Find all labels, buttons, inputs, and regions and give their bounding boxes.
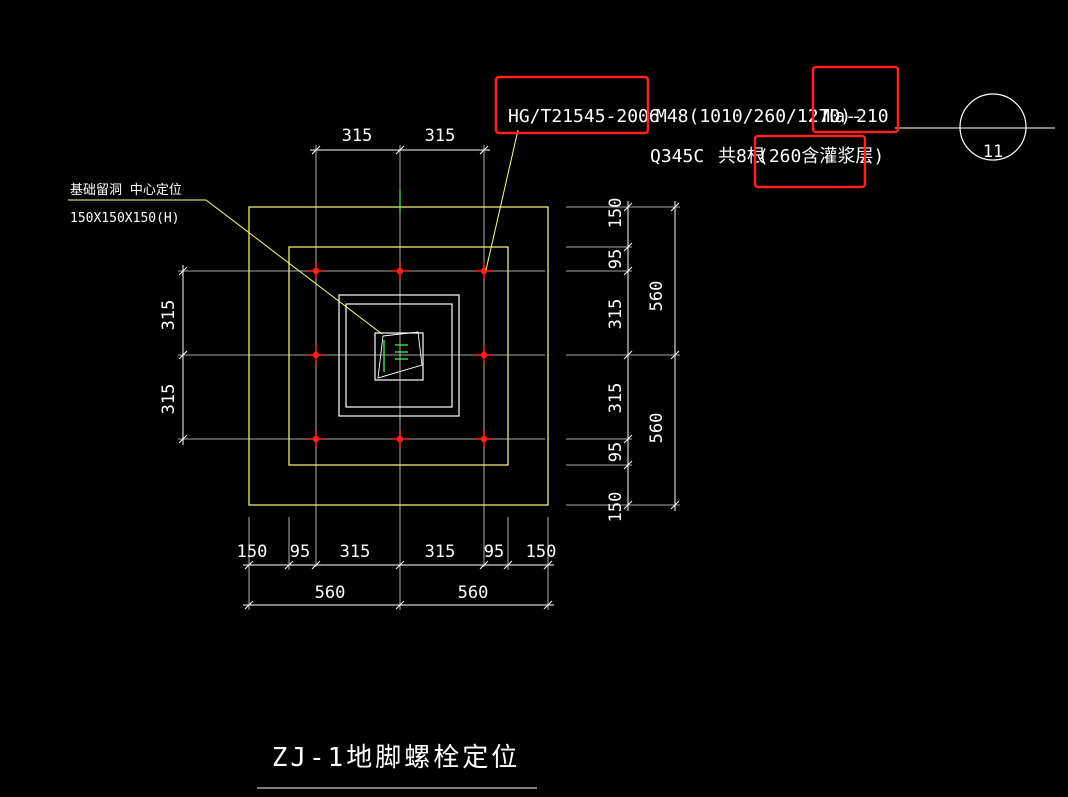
dim-top: 315 [342, 126, 373, 146]
bolt-marker [475, 262, 493, 280]
hole-leader [68, 199, 383, 335]
dim-bottom-total: 560 [315, 583, 346, 603]
pedestal-outlines [248, 206, 549, 506]
bolt-marker [475, 346, 493, 364]
drawing-title: ZJ-1地脚螺栓定位 [272, 743, 521, 773]
bolt-count: 共8根 [718, 146, 765, 167]
dim-bottom: 95 [290, 542, 310, 562]
dim-right-total-ticks [670, 202, 680, 510]
bolt-marker [391, 430, 409, 448]
dim-bottom: 150 [237, 542, 268, 562]
bolt-leader [485, 129, 519, 271]
dim-right: 315 [606, 299, 626, 330]
dimension-lines [178, 145, 680, 610]
dim-left-ticks [178, 266, 188, 444]
spec-plate: Ⅲa-210 [822, 106, 889, 127]
grout-hole [374, 332, 424, 381]
dim-right: 150 [606, 492, 626, 523]
spec-bolt: M48(1010/260/1270)- [656, 106, 862, 127]
bolt-marker [307, 430, 325, 448]
hole-detail [377, 331, 423, 379]
dim-right: 95 [606, 442, 626, 462]
dim-right: 150 [606, 198, 626, 229]
spec-standard: HG/T21545-2006 [508, 106, 660, 127]
highlights [494, 65, 900, 189]
column-inner [345, 303, 453, 408]
bolt-marker [307, 262, 325, 280]
dim-bottom: 315 [425, 542, 456, 562]
dim-left: 315 [159, 300, 179, 331]
dim-bottom: 315 [340, 542, 371, 562]
hole-marker [395, 344, 408, 360]
column-outer [338, 294, 460, 417]
grid-lines [178, 145, 680, 610]
highlight-plate [811, 65, 900, 134]
grid-bubble [959, 93, 1027, 161]
leaders [68, 129, 519, 335]
hole-note-size: 150X150X150(H) [70, 211, 180, 226]
bolt-marker [391, 262, 409, 280]
bolt-marker [475, 430, 493, 448]
dim-bottom-ticks [244, 560, 553, 570]
dim-left: 315 [159, 384, 179, 415]
dim-bottom-total-ticks [244, 600, 553, 610]
dim-right: 95 [606, 249, 626, 269]
dim-right-total: 560 [647, 413, 667, 444]
highlight-standard [494, 75, 650, 135]
dim-right-ticks [623, 202, 633, 510]
dim-bottom-total: 560 [458, 583, 489, 603]
hole-outline [377, 331, 423, 379]
dim-right-total: 560 [647, 281, 667, 312]
base-plate [288, 246, 509, 466]
material-grade: Q345C [650, 146, 704, 167]
dim-top: 315 [425, 126, 456, 146]
grid-bubble-label: 11 [983, 142, 1003, 162]
dim-bottom: 95 [484, 542, 504, 562]
column-section [338, 294, 460, 417]
dim-top-ticks [311, 145, 489, 155]
pedestal-outer [248, 206, 549, 506]
highlight-grout [753, 134, 867, 189]
dim-right: 315 [606, 383, 626, 414]
dim-bottom: 150 [526, 542, 557, 562]
hole-note-title: 基础留洞 中心定位 [70, 183, 182, 198]
grout-note: (260含灌浆层) [758, 146, 884, 167]
anchor-bolts [307, 262, 493, 448]
bolt-marker [307, 346, 325, 364]
